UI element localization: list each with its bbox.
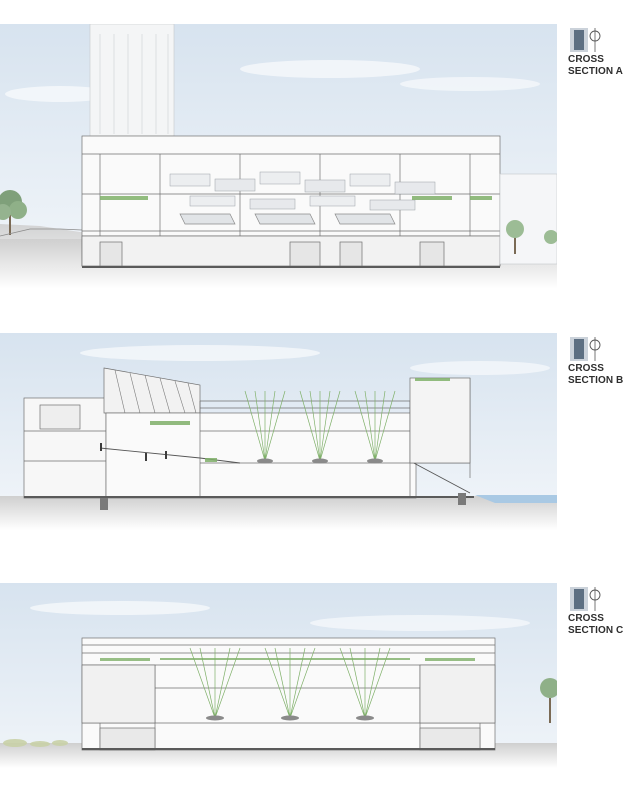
ground-section <box>0 496 557 530</box>
cross-section-a-drawing <box>0 24 557 290</box>
section-key-plan-icon <box>570 587 601 611</box>
building-section-a <box>81 135 501 267</box>
building-section-c <box>81 637 496 751</box>
cross-section-c-drawing <box>0 583 557 768</box>
tree-column-structures <box>189 647 391 719</box>
terrace-planting <box>100 196 492 200</box>
people-silhouettes <box>100 443 167 461</box>
tree-right <box>540 678 557 723</box>
section-title-line1: CROSS <box>568 54 605 65</box>
section-title-line2: SECTION C <box>568 625 624 636</box>
section-title-line1: CROSS <box>568 363 605 374</box>
section-c-label: CROSS SECTION C <box>568 585 623 637</box>
tree-column-structures <box>244 390 396 462</box>
water-body <box>475 495 557 503</box>
shrubs-left <box>3 739 68 747</box>
neighbouring-building <box>499 173 557 265</box>
section-title-line2: SECTION B <box>568 375 624 386</box>
section-title-line2: SECTION A <box>568 66 623 77</box>
section-title-line1: CROSS <box>568 613 605 624</box>
tree-column-bases <box>206 715 374 721</box>
roof-planting <box>100 658 475 661</box>
tree-right <box>506 220 557 254</box>
section-a-label: CROSS SECTION A <box>568 26 623 78</box>
roof-planting <box>150 378 450 462</box>
section-b-label: CROSS SECTION B <box>568 335 623 387</box>
tree-column-bases <box>257 458 383 464</box>
section-key-plan-icon <box>570 337 601 361</box>
cross-section-b-drawing <box>0 333 557 530</box>
section-key-plan-icon <box>570 28 601 52</box>
background-tower <box>89 24 175 137</box>
tree-left <box>0 190 27 235</box>
building-section-b <box>23 367 471 499</box>
